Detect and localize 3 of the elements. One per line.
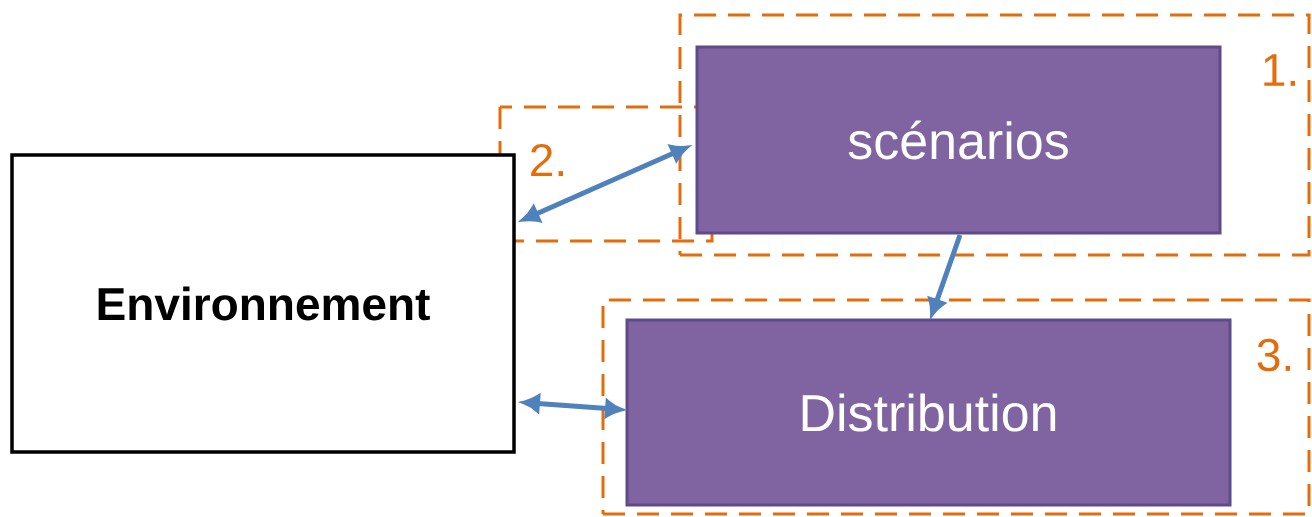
environment-box: Environnement xyxy=(10,153,516,454)
process-box: Distribution xyxy=(625,318,1232,507)
process-box: scénarios xyxy=(695,45,1222,235)
